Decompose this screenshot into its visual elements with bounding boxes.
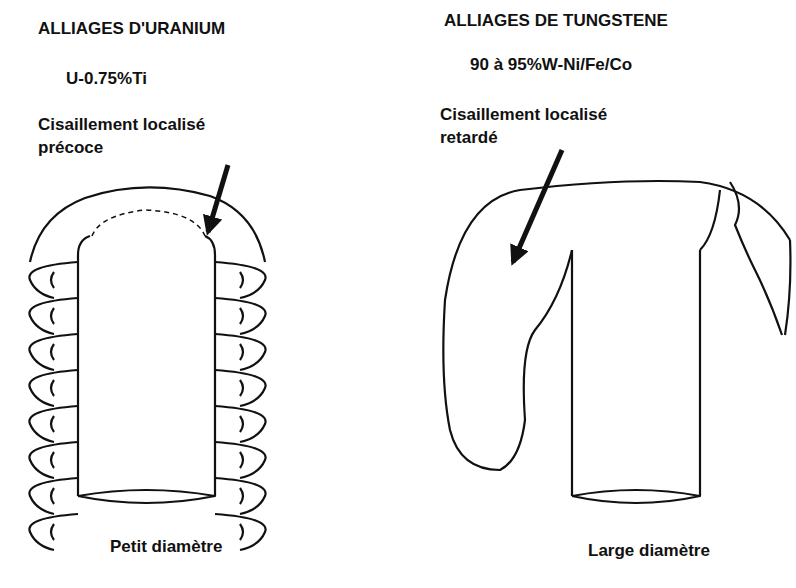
petal bbox=[215, 334, 266, 370]
pointer-arrow bbox=[208, 165, 228, 232]
petals bbox=[29, 262, 265, 550]
caption-label: Cisaillement localisé retardé bbox=[440, 104, 630, 150]
petal bbox=[29, 514, 78, 550]
caption-label: ALLIAGES D'URANIUM bbox=[38, 18, 225, 41]
caption-label: Large diamètre bbox=[588, 540, 710, 563]
petal bbox=[29, 370, 78, 406]
rod-cap bbox=[30, 187, 265, 262]
rod-cut bbox=[572, 490, 700, 503]
petal bbox=[215, 442, 266, 478]
caption-label: ALLIAGES DE TUNGSTENE bbox=[444, 10, 668, 33]
fragment bbox=[700, 182, 790, 335]
petal bbox=[215, 298, 266, 334]
rod-body bbox=[78, 236, 215, 496]
petal bbox=[29, 298, 78, 334]
pointer-arrow bbox=[513, 150, 562, 262]
rod-body bbox=[572, 250, 700, 496]
petal bbox=[215, 478, 266, 514]
petal bbox=[29, 262, 78, 298]
petal bbox=[215, 514, 266, 550]
caption-label: U-0.75%Ti bbox=[66, 68, 147, 91]
petal bbox=[215, 406, 266, 442]
petal bbox=[29, 406, 78, 442]
petal bbox=[215, 262, 266, 298]
petal bbox=[29, 334, 78, 370]
caption-label: 90 à 95%W-Ni/Fe/Co bbox=[470, 54, 632, 77]
caption-label: Cisaillement localisé précoce bbox=[38, 114, 238, 160]
rod-cut bbox=[78, 490, 215, 503]
shear-zone bbox=[92, 210, 205, 236]
petal bbox=[29, 442, 78, 478]
caption-label: Petit diamètre bbox=[110, 536, 222, 559]
petal bbox=[215, 370, 266, 406]
petal bbox=[29, 478, 78, 514]
rod-cap bbox=[443, 181, 790, 470]
